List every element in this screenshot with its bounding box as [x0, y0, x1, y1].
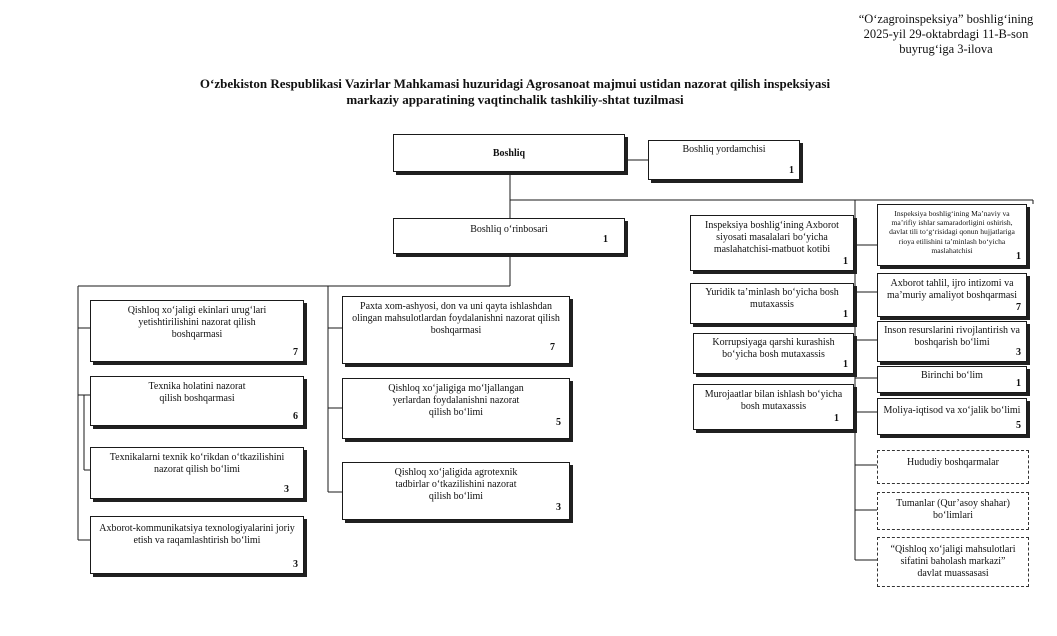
node-label: Axborot tahlil, ijro intizomi va ma’muri… [887, 278, 1017, 301]
node-axborot-kommunikatsiya-bolimi: Axborot-kommunikatsiya texnologiyalarini… [90, 516, 304, 574]
staff-count: 3 [284, 484, 289, 495]
node-label: Texnika holatini nazorat qilish boshqarm… [148, 381, 246, 404]
staff-count: 3 [293, 559, 298, 570]
node-texnika-holati-boshqarmasi: Texnika holatini nazorat qilish boshqarm… [90, 376, 304, 426]
node-axborot-tahlil-boshqarmasi: Axborot tahlil, ijro intizomi va ma’muri… [877, 273, 1027, 317]
node-label: Korrupsiyaga qarshi kurashish bo‘yicha b… [712, 337, 835, 360]
staff-count: 3 [1016, 347, 1021, 358]
node-birinchi-bolim: Birinchi bo‘lim 1 [877, 366, 1027, 393]
node-murojaatlar-mutaxassis: Murojaatlar bilan ishlash bo‘yicha bosh … [693, 384, 854, 430]
node-moliya-bolimi: Moliya-iqtisod va xo‘jalik bo‘limi 5 [877, 398, 1027, 435]
staff-count: 7 [1016, 302, 1021, 313]
node-ekinlar-boshqarmasi: Qishloq xo‘jaligi ekinlari urug‘lari yet… [90, 300, 304, 362]
node-boshliq-orinbosari: Boshliq o‘rinbosari 1 [393, 218, 625, 254]
staff-count: 1 [834, 413, 839, 424]
node-sifat-markazi: “Qishloq xo‘jaligi mahsulotlari sifatini… [877, 537, 1029, 587]
node-label: Qishloq xo‘jaligiga mo‘ljallangan yerlar… [388, 383, 524, 418]
staff-count: 7 [550, 342, 555, 353]
node-label: Boshliq o‘rinbosari [470, 224, 548, 235]
node-yuridik-mutaxassis: Yuridik ta’minlash bo‘yicha bosh mutaxas… [690, 283, 854, 324]
staff-count: 1 [789, 165, 794, 176]
staff-count: 5 [556, 417, 561, 428]
node-label: Moliya-iqtisod va xo‘jalik bo‘limi [883, 405, 1021, 416]
node-label: Birinchi bo‘lim [921, 370, 983, 381]
node-inson-resurslari-bolimi: Inson resurslarini rivojlantirish va bos… [877, 321, 1027, 362]
node-label: Qishloq xo‘jaligida agrotexnik tadbirlar… [394, 467, 518, 502]
staff-count: 1 [843, 309, 848, 320]
node-label: Axborot-kommunikatsiya texnologiyalarini… [99, 523, 295, 546]
node-label: Yuridik ta’minlash bo‘yicha bosh mutaxas… [705, 287, 839, 310]
node-yerlar-bolimi: Qishloq xo‘jaligiga mo‘ljallangan yerlar… [342, 378, 570, 439]
node-korrupsiya-mutaxassis: Korrupsiyaga qarshi kurashish bo‘yicha b… [693, 333, 854, 374]
node-label: Inspeksiya boshlig‘ining Ma’naviy va ma’… [889, 209, 1015, 255]
staff-count: 7 [293, 347, 298, 358]
node-label: Texnikalarni texnik ko‘rikdan o‘tkazilis… [109, 452, 285, 475]
staff-count: 3 [556, 502, 561, 513]
node-label: Inson resurslarini rivojlantirish va bos… [884, 325, 1020, 348]
node-label: Boshliq yordamchisi [682, 144, 766, 155]
node-paxta-boshqarmasi: Paxta xom-ashyosi, don va uni qayta ishl… [342, 296, 570, 364]
node-label: “Qishloq xo‘jaligi mahsulotlari sifatini… [890, 544, 1016, 579]
staff-count: 5 [1016, 420, 1021, 431]
node-label: Tumanlar (Qur’asoy shahar) bo‘limlari [896, 498, 1010, 521]
node-manaviy-maslahatchi: Inspeksiya boshlig‘ining Ma’naviy va ma’… [877, 204, 1027, 266]
staff-count: 1 [843, 256, 848, 267]
node-agrotexnik-bolimi: Qishloq xo‘jaligida agrotexnik tadbirlar… [342, 462, 570, 520]
node-boshliq: Boshliq [393, 134, 625, 172]
node-label: Paxta xom-ashyosi, don va uni qayta ishl… [352, 301, 560, 336]
staff-count: 1 [1016, 378, 1021, 389]
staff-count: 6 [293, 411, 298, 422]
node-label: Qishloq xo‘jaligi ekinlari urug‘lari yet… [127, 305, 267, 340]
node-tumanlar-bolimlari: Tumanlar (Qur’asoy shahar) bo‘limlari [877, 492, 1029, 530]
node-label: Boshliq [492, 148, 526, 159]
node-texnik-korik-bolimi: Texnikalarni texnik ko‘rikdan o‘tkazilis… [90, 447, 304, 499]
node-hududiy-boshqarmalar: Hududiy boshqarmalar [877, 450, 1029, 484]
node-label: Inspeksiya boshlig‘ining Axborot siyosat… [705, 220, 839, 255]
staff-count: 1 [843, 359, 848, 370]
node-boshliq-yordamchisi: Boshliq yordamchisi 1 [648, 140, 800, 180]
node-label: Hududiy boshqarmalar [907, 457, 999, 468]
staff-count: 1 [603, 234, 608, 245]
node-label: Murojaatlar bilan ishlash bo‘yicha bosh … [704, 389, 843, 412]
staff-count: 1 [1016, 251, 1021, 262]
approval-stamp-text: “O‘zagroinspeksiya” boshlig‘ining 2025-y… [858, 12, 1034, 56]
chart-title: O‘zbekiston Respublikasi Vazirlar Mahkam… [199, 76, 831, 107]
node-matbuot-kotibi: Inspeksiya boshlig‘ining Axborot siyosat… [690, 215, 854, 271]
